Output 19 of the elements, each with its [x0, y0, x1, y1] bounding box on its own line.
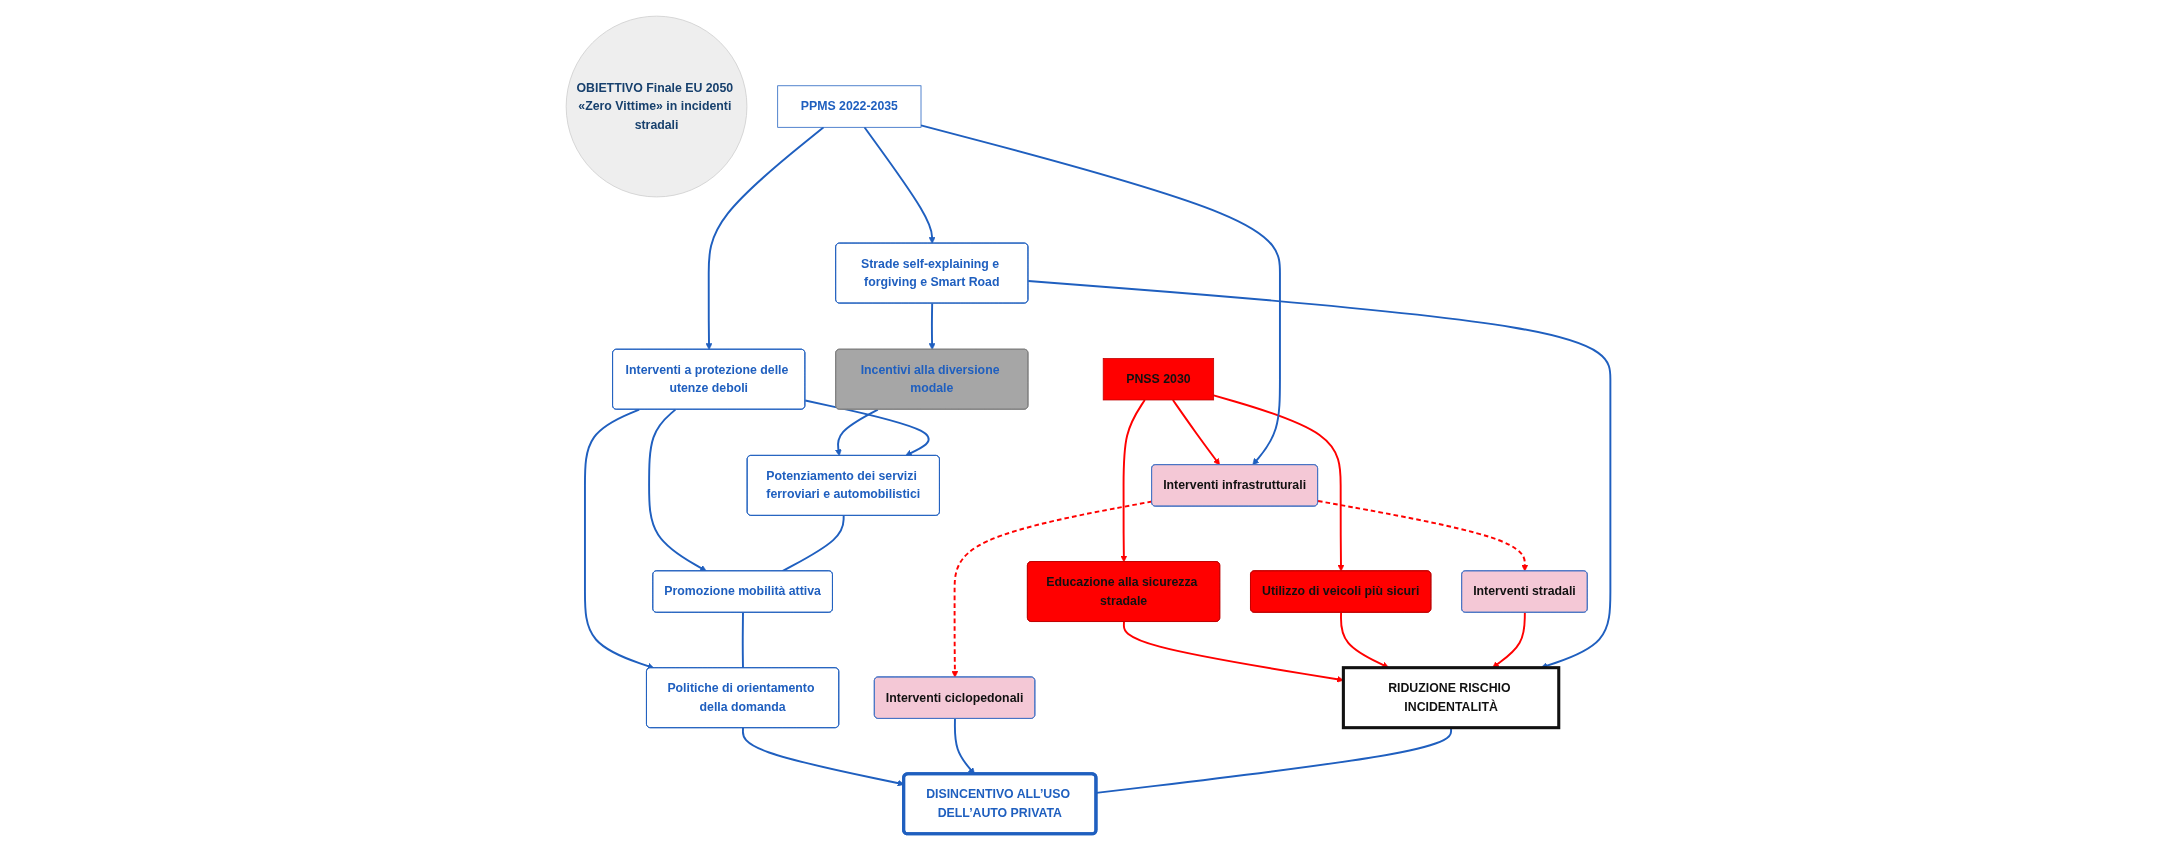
connector	[742, 611, 745, 669]
arrow	[928, 302, 936, 350]
node-box: PPMS 2022-2035	[777, 85, 922, 128]
arrow	[863, 126, 936, 244]
arrow	[648, 408, 707, 572]
arrow	[705, 126, 825, 350]
arrow	[1120, 399, 1146, 563]
arrow	[920, 124, 1282, 466]
arrow	[1317, 500, 1529, 572]
node-circle: OBIETTIVO Finale EU 2050 «Zero Vittime» in incidenti stradali	[566, 15, 748, 198]
arrow	[951, 500, 1154, 678]
node-box: PNSS 2030	[1103, 358, 1215, 401]
arrow	[584, 408, 655, 670]
arrow	[1172, 399, 1221, 466]
node-box: RIDUZIONE RISCHIO INCIDENTALITÀ	[1342, 666, 1561, 730]
arrow	[1492, 611, 1527, 668]
arrow	[835, 408, 879, 457]
arrow	[804, 399, 930, 457]
arrow	[1212, 394, 1345, 572]
